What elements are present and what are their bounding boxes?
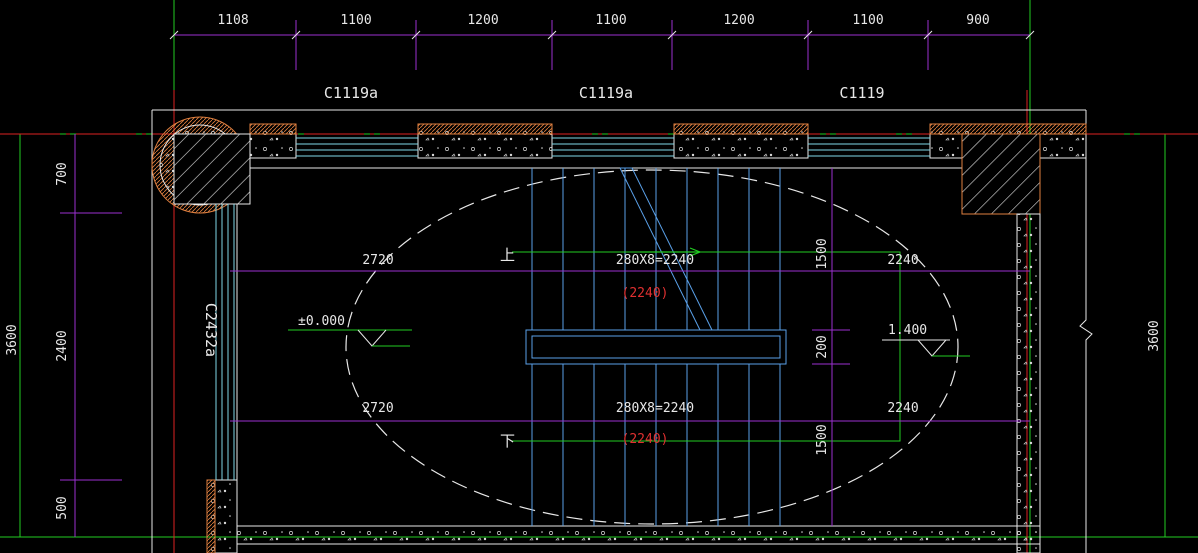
left-lower-dim: 2720 [362, 401, 393, 416]
lower-bracket: (2240) [622, 432, 669, 447]
stair-walking-line [512, 251, 901, 442]
stair-dimension-lines [230, 168, 1030, 526]
top-dim-3: 1200 [467, 13, 498, 28]
top-dimension-line [173, 20, 1031, 70]
upper-formula: 280X8=2240 [616, 253, 694, 268]
right-upper-dim: 2240 [887, 253, 918, 268]
left-dim-2400: 2400 [55, 330, 70, 361]
up-marker: 上 [500, 246, 515, 264]
left-dimension-line [60, 134, 122, 537]
left-window-label: C2432a [202, 303, 220, 357]
left-dim-500: 500 [55, 496, 70, 519]
vertical-mid-dim: 200 [815, 335, 830, 358]
top-dim-2: 1100 [340, 13, 371, 28]
top-dim-7: 900 [966, 13, 989, 28]
right-dimension-line [1079, 158, 1093, 553]
right-wall [1016, 213, 1041, 553]
vertical-upper-dim: 1500 [815, 238, 830, 269]
window-label-2: C1119a [579, 84, 633, 102]
left-dimension-labels: 700 2400 500 3600 [5, 162, 70, 519]
lower-formula: 280X8=2240 [616, 401, 694, 416]
left-total-dim: 3600 [5, 324, 20, 355]
elevation-left: ±0.000 [288, 314, 412, 347]
upper-bracket: (2240) [622, 286, 669, 301]
stair-well-outline [345, 169, 959, 525]
bottom-wall [206, 479, 1041, 553]
top-dimension-labels: 1108 1100 1200 1100 1200 1100 900 [217, 13, 989, 28]
top-dimension-ticks [169, 30, 1035, 40]
window-label-1: C1119a [324, 84, 378, 102]
window-label-3: C1119 [839, 84, 884, 102]
round-column [151, 116, 251, 214]
elevation-left-label: ±0.000 [298, 314, 345, 329]
left-upper-dim: 2720 [362, 253, 393, 268]
window-labels: C1119a C1119a C1119 [324, 84, 885, 102]
right-lower-dim: 2240 [887, 401, 918, 416]
top-windows [296, 137, 930, 157]
left-window [215, 204, 235, 480]
top-dim-6: 1100 [852, 13, 883, 28]
down-marker: 下 [500, 432, 515, 450]
right-column [961, 133, 1041, 215]
vertical-lower-dim: 1500 [815, 424, 830, 455]
top-dim-1: 1108 [217, 13, 248, 28]
elevation-right: 1.400 [882, 323, 970, 357]
walking-line-arrow [640, 247, 702, 257]
stair-labels: 上 下 280X8=2240 (2240) 280X8=2240 (2240) … [362, 238, 918, 455]
elevation-right-label: 1.400 [888, 323, 927, 338]
right-total-dim: 3600 [1147, 320, 1162, 351]
stair-handrail [525, 167, 787, 365]
top-dim-5: 1200 [723, 13, 754, 28]
top-wall-segments [249, 123, 1087, 159]
top-dim-4: 1100 [595, 13, 626, 28]
left-dim-700: 700 [55, 162, 70, 185]
